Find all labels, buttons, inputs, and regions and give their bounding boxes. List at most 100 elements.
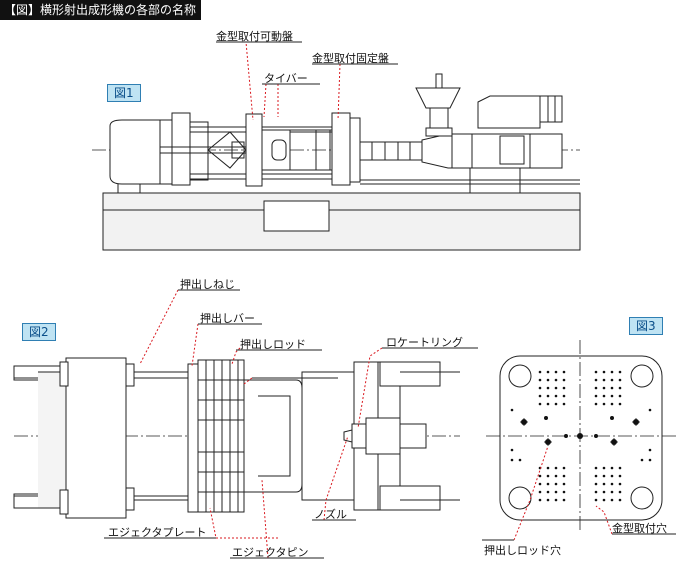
mold-mount-hole-dot [610, 490, 614, 494]
mold-mount-hole-dot [554, 394, 558, 398]
mold-mount-hole-dot [546, 370, 550, 374]
label-ejector-rod-hole: 押出しロッド穴 [484, 544, 561, 557]
mold-mount-hole-dot [602, 378, 606, 382]
mold-mount-hole-dot [538, 498, 542, 502]
mold-mount-hole-dot [538, 386, 542, 390]
mold-mount-hole-dot [602, 386, 606, 390]
mold-mount-hole-dot [618, 402, 622, 406]
mold-mount-hole-dot [594, 482, 598, 486]
mold-mount-hole-dot [610, 394, 614, 398]
mold-mount-hole-dot [538, 402, 542, 406]
mold-mount-hole-dot [610, 498, 614, 502]
mold-mount-hole-dot [554, 370, 558, 374]
mold-mount-hole-dot [602, 402, 606, 406]
label-ejector-screw: 押出しねじ [180, 278, 235, 291]
mold-mount-hole-dot [510, 408, 514, 412]
mold-mount-hole-dot [594, 466, 598, 470]
mold-mount-hole-dot [610, 466, 614, 470]
mold-mount-hole-dot [546, 498, 550, 502]
mold-mount-hole-dot [546, 490, 550, 494]
mold-mount-hole-dot [562, 482, 566, 486]
mold-mount-hole-dot [554, 402, 558, 406]
mold-mount-hole-dot [562, 490, 566, 494]
mold-mount-hole-dot [602, 394, 606, 398]
mold-mount-hole-dot [610, 378, 614, 382]
fig1-badge: 図1 [107, 84, 141, 102]
label-ejector-pin: エジェクタピン [232, 546, 309, 559]
label-tie-bar: タイバー [264, 72, 308, 85]
mold-mount-hole-dot [648, 458, 652, 462]
mold-mount-hole-dot [610, 402, 614, 406]
mold-mount-hole-dot [648, 448, 652, 452]
mold-mount-hole-dot [610, 386, 614, 390]
mold-mount-hole-dot [554, 482, 558, 486]
mold-mount-hole-dot [538, 474, 542, 478]
mold-mount-hole-dot [594, 490, 598, 494]
mold-mount-hole-dot [546, 394, 550, 398]
mold-mount-hole-dot [546, 402, 550, 406]
mold-mount-hole-dot [594, 386, 598, 390]
mold-mount-hole-dot [562, 378, 566, 382]
mold-mount-hole-dot [538, 482, 542, 486]
mold-mount-hole-dot [562, 394, 566, 398]
label-ejector-bar: 押出しバー [200, 312, 255, 325]
fig1-drawing [92, 41, 581, 251]
mold-mount-hole-dot [640, 458, 644, 462]
mold-mount-hole-dot [618, 498, 622, 502]
mold-mount-hole-dot [554, 490, 558, 494]
mold-mount-hole-dot [538, 370, 542, 374]
mold-mount-hole-dot [546, 474, 550, 478]
mold-mount-hole-dot [538, 490, 542, 494]
mold-mount-hole-dot [602, 482, 606, 486]
mold-mount-hole-dot [610, 370, 614, 374]
mold-mount-hole-dot [602, 474, 606, 478]
label-mold-mount-hole: 金型取付穴 [612, 522, 667, 535]
mold-mount-hole-dot [562, 402, 566, 406]
mold-mount-hole-dot [562, 474, 566, 478]
mold-mount-hole-dot [546, 378, 550, 382]
mold-mount-hole-dot [602, 490, 606, 494]
mold-mount-hole-dot [510, 448, 514, 452]
mold-mount-hole-dot [594, 474, 598, 478]
mold-mount-hole-dot [618, 474, 622, 478]
mold-mount-hole-dot [554, 498, 558, 502]
mold-mount-hole-dot [510, 458, 514, 462]
fig2-badge: 図2 [22, 323, 56, 341]
mold-mount-hole-dot [538, 378, 542, 382]
mold-mount-hole-dot [618, 370, 622, 374]
mold-mount-hole-dot [618, 378, 622, 382]
mold-mount-hole-dot [538, 394, 542, 398]
mold-mount-hole-dot [602, 466, 606, 470]
mold-mount-hole-dot [554, 466, 558, 470]
mold-mount-hole-dot [648, 408, 652, 412]
mold-mount-hole-dot [594, 394, 598, 398]
mold-mount-hole-dot [618, 386, 622, 390]
label-movable-platen: 金型取付可動盤 [216, 30, 293, 43]
mold-mount-hole-dot [602, 498, 606, 502]
mold-mount-hole-dot [594, 378, 598, 382]
fig3-drawing [482, 340, 676, 541]
mold-mount-hole-dot [562, 466, 566, 470]
label-locate-ring: ロケートリング [386, 336, 463, 349]
label-ejector-rod: 押出しロッド [240, 338, 306, 351]
fig3-badge: 図3 [629, 317, 663, 335]
mold-mount-hole-dot [554, 474, 558, 478]
mold-mount-hole-dot [546, 386, 550, 390]
mold-mount-hole-dot [562, 386, 566, 390]
fig2-drawing [13, 289, 478, 559]
mold-mount-hole-dot [602, 370, 606, 374]
mold-mount-hole-dot [618, 394, 622, 398]
mold-mount-hole-dot [546, 466, 550, 470]
page-title: 【図】横形射出成形機の各部の名称 [0, 0, 201, 20]
mold-mount-hole-dot [618, 482, 622, 486]
label-fixed-platen: 金型取付固定盤 [312, 52, 389, 65]
mold-mount-hole-dot [594, 370, 598, 374]
mold-mount-hole-dot [618, 490, 622, 494]
mold-mount-hole-dot [610, 474, 614, 478]
label-nozzle: ノズル [314, 508, 347, 521]
mold-mount-hole-dot [562, 498, 566, 502]
mold-mount-hole-dot [618, 466, 622, 470]
mold-mount-hole-dot [594, 498, 598, 502]
mold-mount-hole-dot [546, 482, 550, 486]
